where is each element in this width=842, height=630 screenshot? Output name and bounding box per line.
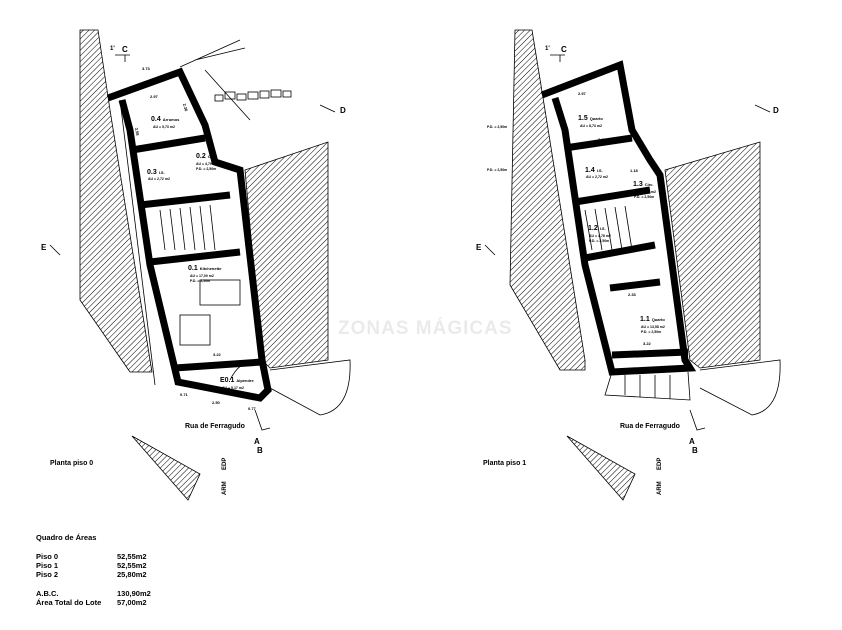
neighbour-left-hatch — [79, 29, 153, 373]
room-0.4-area: AU = 5,73 m2 — [153, 125, 175, 129]
room-1.1-area: AU = 13,58 m2 — [641, 325, 665, 329]
room-1.2-label: 1.2 I.S. — [588, 225, 606, 232]
side-label-pd: P.D. = 2,50m — [487, 168, 507, 172]
svg-text:C: C — [561, 45, 567, 54]
dimension-label: 3.58 — [134, 127, 140, 136]
section-marks-piso-1: C D E A B 1' — [476, 45, 779, 455]
room-0.2-area: AU = 4,79 m2 — [196, 162, 218, 166]
dimension-label: 1.18 — [630, 168, 639, 173]
neighbour-right-hatch — [664, 141, 761, 369]
svg-text:B: B — [257, 446, 263, 455]
svg-text:C: C — [122, 45, 128, 54]
plan-piso-0: 0.4 Arrumos AU = 5,73 m2 0.2 Circ. AU = … — [41, 29, 351, 501]
room-1.4-area: AU = 2,72 m2 — [586, 175, 608, 179]
dimension-label: 2.97 — [578, 91, 587, 96]
room-1.3-label: 1.3 Circ. — [633, 181, 654, 188]
dimension-label: 2.33 — [628, 292, 637, 297]
svg-text:B: B — [692, 446, 698, 455]
arm-label: ARM — [222, 481, 228, 495]
room-E0.1-area: AU = 5,17 m2 — [222, 386, 244, 390]
room-0.2-pd: P.D. = 2,50m — [196, 167, 216, 171]
room-0.1-area: AU = 17,00 m2 — [190, 274, 214, 278]
edp-label: EDP — [657, 458, 663, 470]
street-label: Rua de Ferragudo — [620, 423, 680, 430]
room-E0.1-label: E0.1 Alpendre — [220, 377, 254, 384]
street-corner-hatch — [566, 435, 636, 501]
plan-title: Planta piso 0 — [50, 460, 93, 467]
walls-piso-1 — [540, 60, 697, 376]
svg-text:A: A — [689, 437, 695, 446]
street-label: Rua de Ferragudo — [185, 423, 245, 430]
dimension-label: 2.50 — [212, 400, 221, 405]
walls-piso-0 — [106, 67, 272, 402]
room-1.3-area: AU = 4,79 m2 — [634, 190, 656, 194]
svg-text:D: D — [340, 106, 346, 115]
svg-text:A: A — [254, 437, 260, 446]
svg-text:E: E — [476, 243, 482, 252]
edp-label: EDP — [222, 458, 228, 470]
svg-text:E: E — [41, 243, 47, 252]
svg-text:D: D — [773, 106, 779, 115]
plan-piso-1: 1.5 Quarto AU = 8,73 m2 1.4 I.S. AU = 2,… — [476, 29, 781, 501]
areas-table-title: Quadro de Áreas — [36, 533, 97, 542]
room-0.3-label: 0.3 I.S. — [147, 169, 165, 176]
dimension-label: 3.25 — [598, 137, 607, 142]
room-1.1-label: 1.1 Quarto — [640, 316, 665, 323]
room-1.1-pd: P.D. = 2,50m — [641, 330, 661, 334]
room-1.2-pd: P.D. = 2,50m — [589, 239, 609, 243]
dimensions-piso-1: 2.97 3.25 2.33 3.22 1.18 — [578, 91, 652, 346]
room-0.2-label: 0.2 Circ. — [196, 153, 217, 160]
room-1.4-label: 1.4 I.S. — [585, 167, 603, 174]
dimension-label: 2.97 — [150, 94, 159, 99]
room-0.4-label: 0.4 Arrumos — [151, 116, 180, 123]
areas-total-row: A.B.C.130,90m2 — [36, 589, 151, 598]
stone-path — [214, 89, 292, 102]
dimension-label: 3.73 — [142, 66, 151, 71]
svg-text:1': 1' — [110, 46, 115, 52]
svg-text:1': 1' — [545, 46, 550, 52]
plan-title: Planta piso 1 — [483, 460, 526, 467]
street-curb — [269, 359, 351, 416]
watermark: ZONAS MÁGICAS — [338, 318, 513, 339]
room-1.5-area: AU = 8,73 m2 — [580, 124, 602, 128]
room-0.3-area: AU = 2,72 m2 — [148, 177, 170, 181]
arm-label: ARM — [657, 481, 663, 495]
neighbour-left-hatch — [509, 29, 586, 371]
side-label-pd: P.D. = 2,50m — [487, 125, 507, 129]
street-corner-hatch — [131, 435, 201, 501]
dimension-label: 2.36 — [182, 103, 189, 113]
room-0.1-label: 0.1 Kitchenette — [188, 265, 222, 272]
room-0.1-pd: P.D. = 2,50m — [190, 279, 210, 283]
dimension-label: 3.22 — [643, 341, 652, 346]
room-1.2-area: AU = 4,78 m2 — [589, 234, 611, 238]
dimension-label: 3.37 — [188, 256, 197, 261]
dimensions-piso-0: 3.73 2.97 2.36 3.58 3.22 2.50 0.71 0.77 … — [134, 66, 257, 411]
dimension-label: 0.77 — [248, 406, 257, 411]
room-1.3-pd: P.D. = 2,50m — [634, 195, 654, 199]
room-1.5-label: 1.5 Quarto — [578, 115, 603, 122]
dimension-label: 0.71 — [180, 392, 189, 397]
section-marks-piso-0: C D E A B 1' — [41, 45, 346, 455]
dimension-label: 3.22 — [213, 352, 222, 357]
